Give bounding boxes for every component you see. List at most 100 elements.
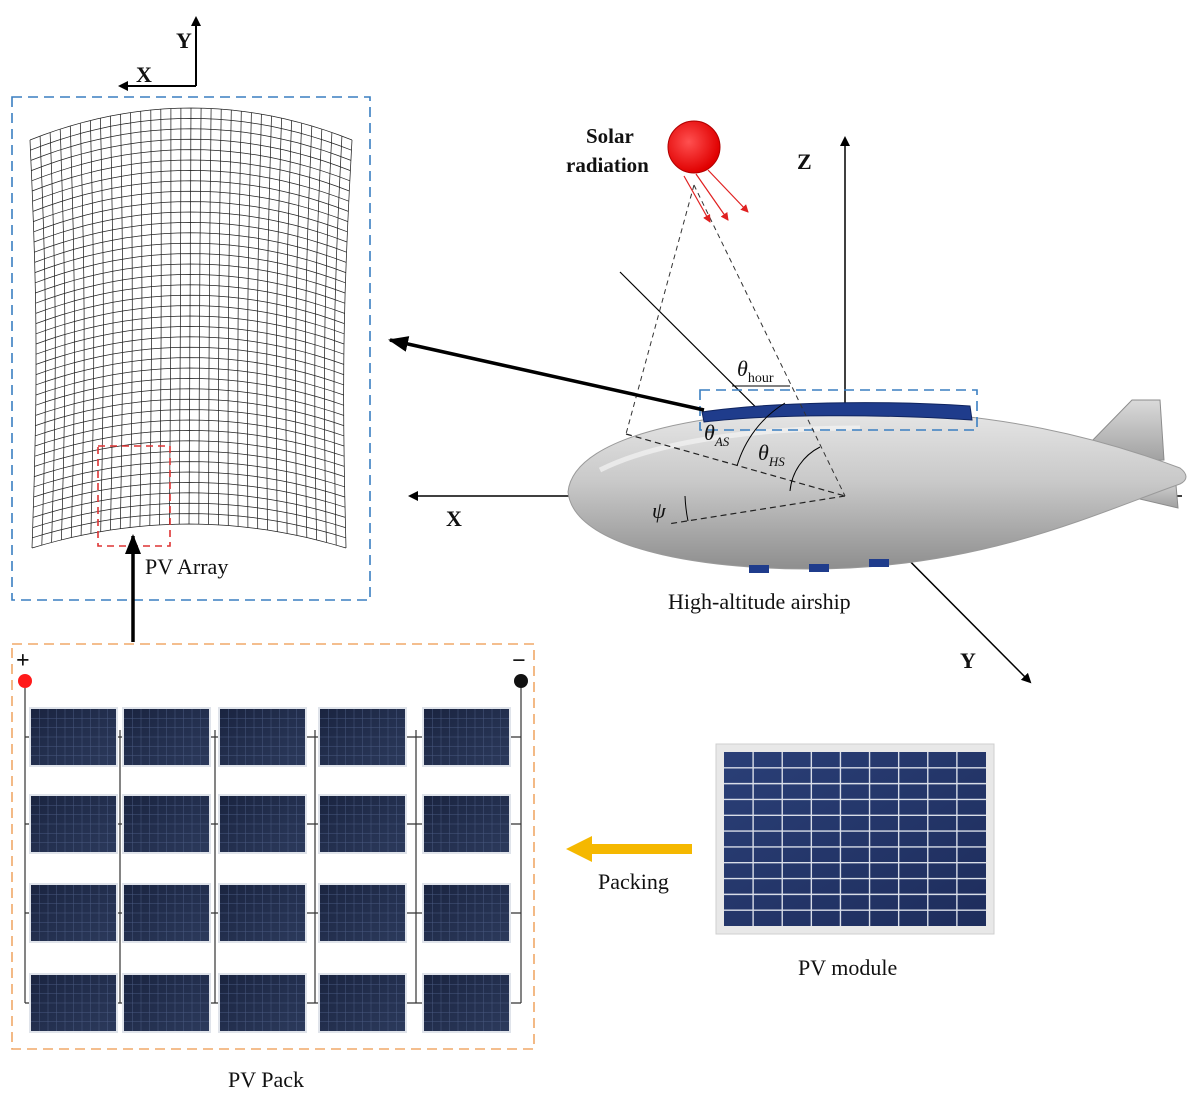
- array-grid-column: [285, 120, 292, 534]
- array-grid-column: [304, 125, 313, 538]
- pv-pack-panel: [422, 707, 511, 767]
- minus-sign: −: [512, 648, 526, 674]
- theta-hs-label: θHS: [758, 440, 785, 469]
- array-grid-column: [149, 109, 152, 526]
- angle-hs-arc: [789, 446, 821, 492]
- sun-ray-left: [625, 184, 695, 435]
- pv-array-frame: [11, 96, 371, 601]
- pv-pack-panel: [318, 973, 407, 1033]
- array-grid-column: [295, 123, 303, 536]
- red-ray-3: [707, 169, 749, 213]
- pv-pack-panel: [318, 794, 407, 854]
- array-y-label: Y: [176, 28, 192, 53]
- main-z-label: Z: [797, 149, 812, 174]
- minus-terminal: [514, 674, 528, 688]
- shadow-dashed-line: [625, 433, 846, 497]
- pv-pack-panel: [422, 883, 511, 943]
- pv-module-group: PV module: [715, 743, 995, 980]
- gondola-2: [809, 564, 829, 572]
- pv-module-grid: [724, 752, 986, 926]
- pv-pack-panel: [122, 794, 211, 854]
- sun-ray-right: [693, 184, 846, 497]
- array-grid-column: [333, 136, 343, 546]
- pv-pack-group: + − PV Pack: [11, 643, 535, 1092]
- pv-module-cells: [724, 752, 986, 926]
- array-grid-row: [31, 523, 347, 549]
- array-grid-column: [314, 129, 323, 540]
- hull-highlight: [598, 425, 861, 473]
- pv-pack-panel: [122, 883, 211, 943]
- angle-psi-arc: [684, 495, 689, 522]
- array-grid-column: [169, 108, 172, 525]
- pv-module-label: PV module: [798, 955, 897, 980]
- theta-hour-label: θhour: [737, 356, 774, 386]
- airship-scene: θhour θAS θHS ψ Solar radiation Z X Y Hi…: [408, 120, 1187, 684]
- pv-pack-panel: [29, 973, 118, 1033]
- pv-pack-panel: [218, 794, 307, 854]
- red-ray-1: [683, 175, 711, 223]
- array-grid-column: [119, 114, 123, 529]
- array-grid-column: [227, 109, 232, 526]
- main-y-label: Y: [960, 648, 976, 673]
- sun: [667, 120, 721, 174]
- array-grid-column: [256, 114, 262, 529]
- pv-pack-panel: [122, 707, 211, 767]
- plus-terminal: [18, 674, 32, 688]
- pv-array-group: Y X PV Array: [11, 16, 371, 601]
- array-grid-column: [59, 129, 66, 540]
- solar-label-line2: radiation: [566, 153, 649, 177]
- array-grid-column: [343, 139, 353, 549]
- pv-pack-frame: [11, 643, 535, 1050]
- array-grid-column: [218, 109, 222, 525]
- pv-pack-panel: [29, 707, 118, 767]
- airship-hull: [567, 409, 1187, 570]
- array-grid-column: [69, 125, 75, 538]
- pv-pack-panel: [29, 883, 118, 943]
- array-grid-column: [208, 108, 212, 525]
- array-grid-column: [159, 109, 162, 525]
- plus-sign: +: [16, 648, 30, 674]
- pv-pack-label: PV Pack: [228, 1067, 304, 1092]
- array-grid-column: [266, 115, 272, 531]
- array-grid-column: [139, 111, 143, 527]
- array-grid-column: [237, 111, 242, 527]
- pv-pack-panel: [122, 973, 211, 1033]
- pv-array-grid: [29, 107, 353, 549]
- pv-pack-panel: [422, 973, 511, 1033]
- pv-pack-panel: [218, 883, 307, 943]
- pv-array-label: PV Array: [145, 554, 228, 579]
- solar-label-line1: Solar: [586, 124, 634, 148]
- airship-to-array-arrow: [388, 336, 705, 412]
- pv-pack-panel: [218, 973, 307, 1033]
- airship-label: High-altitude airship: [668, 589, 851, 614]
- main-x-label: X: [446, 506, 462, 531]
- gondola-1: [749, 565, 769, 573]
- pv-pack-panel: [218, 707, 307, 767]
- pv-pack-panel: [29, 794, 118, 854]
- array-grid-column: [324, 132, 333, 543]
- array-grid-column: [275, 118, 282, 532]
- packing-label: Packing: [598, 869, 669, 894]
- pack-panels: [29, 707, 511, 1033]
- pv-pack-panel: [422, 794, 511, 854]
- red-ray-2: [695, 173, 729, 221]
- packing-arrow: [566, 836, 692, 862]
- pv-pack-panel: [318, 883, 407, 943]
- array-grid-column: [49, 132, 56, 543]
- array-grid-column: [247, 112, 252, 528]
- array-grid-column: [178, 108, 182, 525]
- array-grid-column: [29, 139, 37, 549]
- array-grid-column: [90, 120, 95, 534]
- theta-as-label: θAS: [704, 420, 730, 449]
- array-grid-column: [198, 108, 202, 525]
- array-grid-column: [188, 107, 192, 525]
- array-grid-column: [100, 118, 104, 532]
- array-grid-column: [39, 136, 47, 546]
- psi-label: ψ: [652, 498, 666, 523]
- array-x-label: X: [136, 62, 152, 87]
- array-grid-column: [129, 112, 133, 528]
- gondola-3: [869, 559, 889, 567]
- array-grid-column: [79, 123, 85, 536]
- pv-pack-panel: [318, 707, 407, 767]
